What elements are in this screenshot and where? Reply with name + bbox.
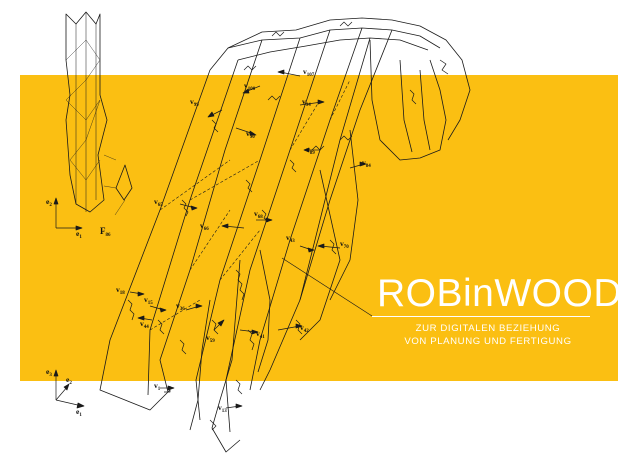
label-v89: v89 — [306, 145, 315, 156]
label-v70: v70 — [340, 239, 349, 250]
label-v94: v94 — [302, 97, 311, 108]
label-v1: v1 — [154, 381, 161, 392]
subtitle-line-2: VON PLANUNG UND FERTIGUNG — [404, 336, 572, 347]
axis-bottom-e2: e2 — [66, 375, 72, 386]
label-v100: v100 — [244, 81, 256, 92]
label-v18: v18 — [116, 285, 125, 296]
label-v36: v36 — [176, 301, 185, 312]
label-v41: v41 — [256, 329, 265, 340]
label-v59: v59 — [206, 333, 215, 344]
vector-labels: v107 v100 v99 v94 v90 v89 v84 v68 v66 v6… — [46, 67, 371, 418]
subtitle-line-1: ZUR DIGITALEN BEZIEHUNG — [415, 323, 561, 334]
label-v68: v68 — [254, 209, 263, 220]
label-v44: v44 — [140, 319, 149, 330]
poster-title: ROBinWOOD — [377, 272, 623, 315]
title-underline — [372, 316, 590, 317]
label-v43: v43 — [286, 233, 295, 244]
axis-top-e2: e2 — [46, 197, 52, 208]
label-v84: v84 — [362, 158, 371, 169]
axes-bottom — [53, 369, 85, 409]
folded-plate-structure — [99, 17, 471, 453]
label-v65: v65 — [154, 197, 163, 208]
axis-bottom-e1: e1 — [76, 407, 82, 418]
axes-top — [53, 197, 83, 231]
poster-subtitle: ZUR DIGITALEN BEZIEHUNG VON PLANUNG UND … — [393, 322, 583, 348]
label-f86: F86 — [100, 226, 111, 238]
label-v99: v99 — [190, 97, 199, 108]
label-v66: v66 — [200, 221, 209, 232]
label-v90: v90 — [246, 129, 255, 140]
label-v107: v107 — [303, 67, 315, 78]
yellow-band — [20, 75, 618, 381]
axis-bottom-e3: e3 — [46, 367, 52, 378]
flat-plate-drawing — [65, 11, 133, 216]
label-v42: v42 — [300, 323, 309, 334]
axis-top-e1: e1 — [76, 229, 82, 240]
label-v13: v13 — [218, 403, 227, 414]
vector-arrows — [129, 69, 367, 409]
label-v15: v15 — [144, 295, 153, 306]
